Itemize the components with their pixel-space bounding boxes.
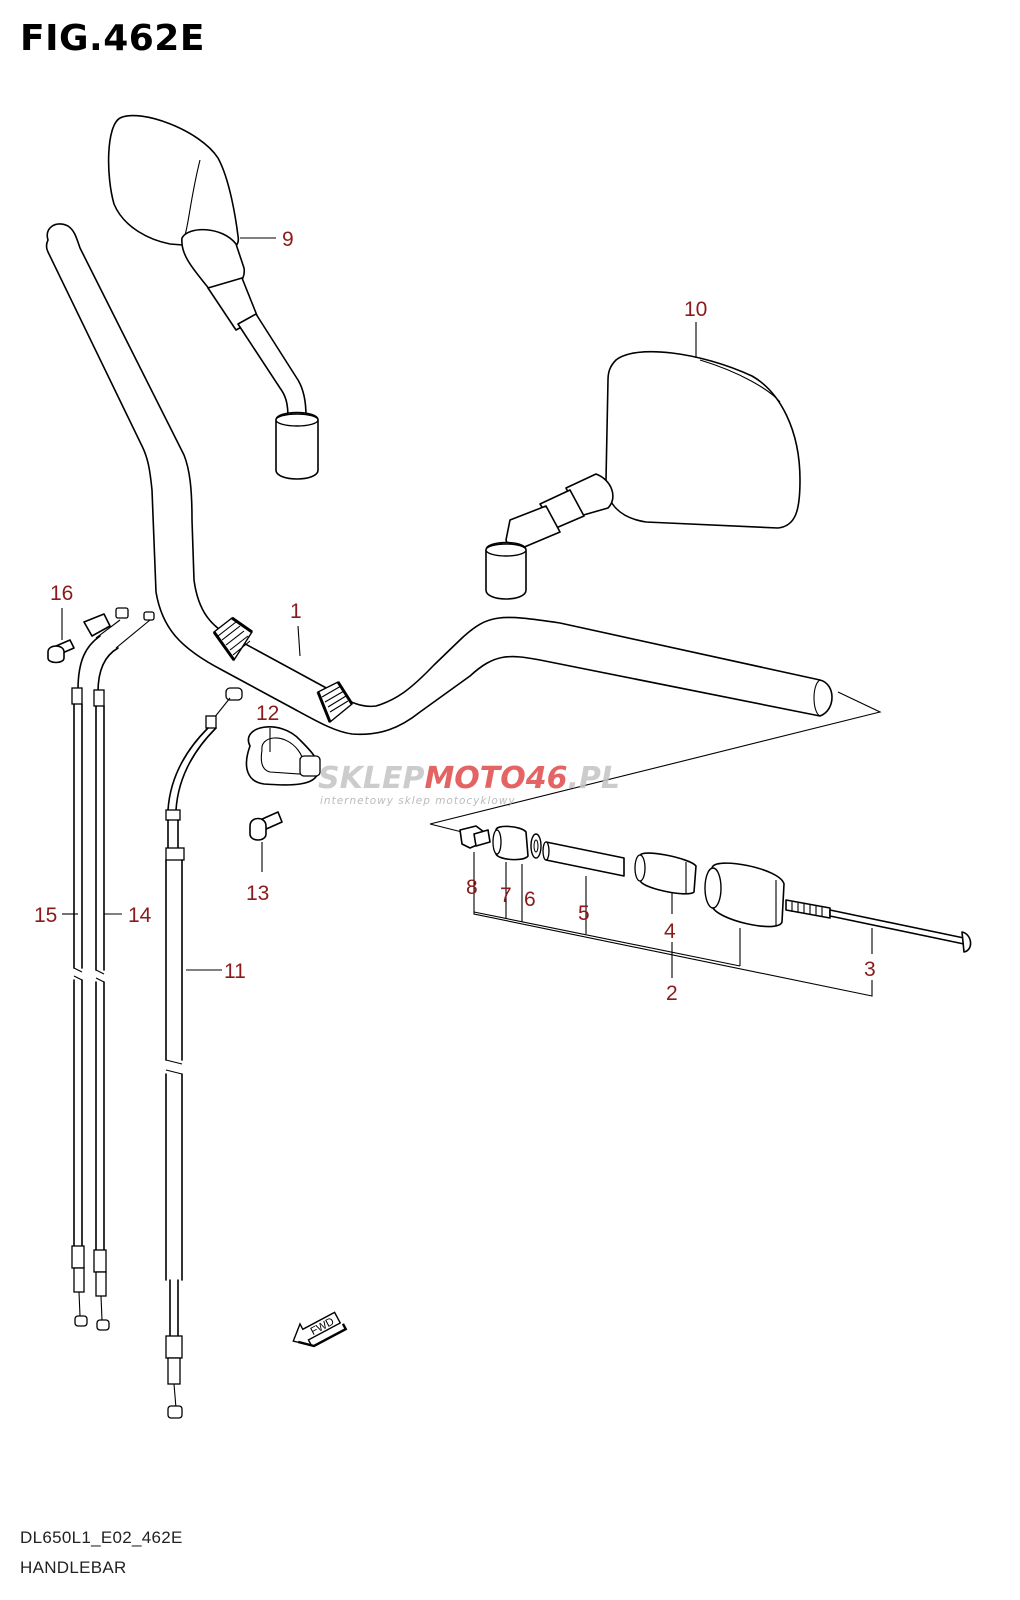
- callout-6: 6: [524, 888, 536, 911]
- bar-end-bolt: [785, 899, 972, 953]
- callout-3: 3: [864, 958, 876, 981]
- part-5-sleeve: [542, 841, 625, 877]
- callout-9: 9: [282, 228, 294, 251]
- callout-13: 13: [246, 882, 269, 905]
- callout-11: 11: [224, 960, 246, 983]
- watermark: SKLEPMOTO46.PL internetowy sklep motocyk…: [318, 761, 620, 807]
- watermark-tagline: internetowy sklep motocyklowy: [320, 795, 516, 807]
- callout-7: 7: [500, 884, 512, 907]
- bar-end-assembly: [429, 823, 972, 953]
- part-6-washer: [530, 833, 542, 859]
- clutch-cable: [165, 687, 243, 1419]
- callout-2: 2: [666, 982, 678, 1005]
- throttle-cable-14: [93, 619, 151, 1331]
- callout-16: 16: [50, 582, 73, 605]
- fwd-direction-arrow: FWD: [292, 1311, 348, 1348]
- clamp-12: [245, 726, 321, 786]
- callout-5: 5: [578, 902, 590, 925]
- callout-8: 8: [466, 876, 478, 899]
- watermark-brand-number: 46: [525, 761, 568, 796]
- callout-1: 1: [290, 600, 302, 623]
- callout-12: 12: [256, 702, 279, 725]
- screw-13: [249, 811, 283, 841]
- knurl-band-left: [212, 616, 253, 662]
- callout-10: 10: [684, 298, 707, 321]
- svg-text:SKLEPMOTO46.PL: SKLEPMOTO46.PL: [318, 761, 620, 796]
- figure-title: FIG.462E: [20, 18, 205, 59]
- part-3-weight: [704, 862, 785, 928]
- throttle-cable-15: [71, 619, 121, 1327]
- mirror-right: [485, 350, 801, 600]
- knurl-band-right: [316, 681, 354, 724]
- model-code: DL650L1_E02_462E: [20, 1528, 183, 1547]
- screw-16: [47, 639, 75, 664]
- callout-4: 4: [664, 920, 676, 943]
- callout-15: 15: [34, 904, 57, 927]
- mirror-left: [107, 114, 319, 480]
- figure-name: HANDLEBAR: [20, 1558, 127, 1577]
- leader-lines: [61, 237, 873, 997]
- watermark-brand-moto: MOTO: [424, 761, 525, 796]
- part-7-collar: [492, 825, 529, 861]
- handlebar: [45, 223, 882, 825]
- callout-14: 14: [128, 904, 152, 927]
- part-8-plug: [459, 825, 491, 849]
- cable-guide-clamp: [83, 607, 155, 637]
- part-4-damper: [634, 852, 697, 895]
- fwd-label: FWD: [309, 1316, 337, 1338]
- watermark-brand-sklep: SKLEP: [318, 761, 424, 796]
- watermark-brand-domain: .PL: [568, 761, 621, 796]
